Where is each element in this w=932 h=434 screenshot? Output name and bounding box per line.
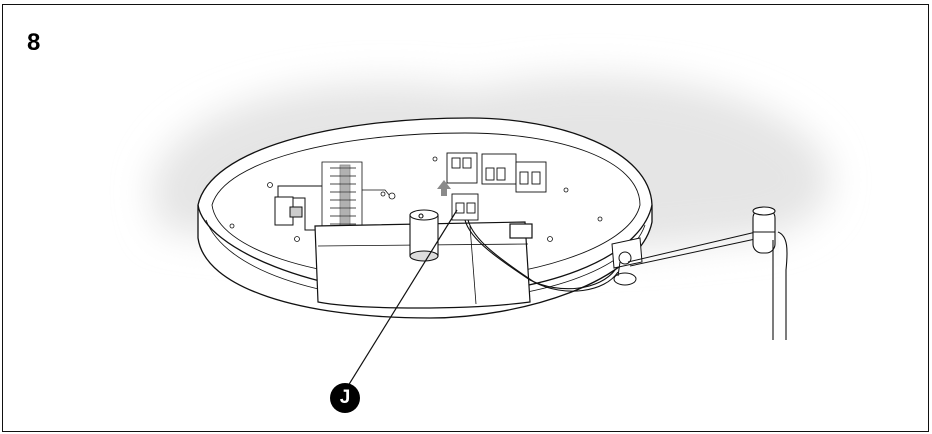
callout-leader-line	[347, 209, 458, 387]
mounting-screws	[229, 156, 603, 242]
suspension-cable	[627, 231, 761, 267]
wires	[464, 219, 619, 292]
callout-badge-j: J	[330, 383, 360, 413]
cable-clamp	[611, 237, 643, 286]
step-number: 8	[27, 29, 41, 56]
cable-gripper	[752, 206, 788, 340]
central-post	[409, 209, 439, 262]
connectors	[446, 152, 547, 221]
up-arrow-icon	[437, 180, 451, 196]
